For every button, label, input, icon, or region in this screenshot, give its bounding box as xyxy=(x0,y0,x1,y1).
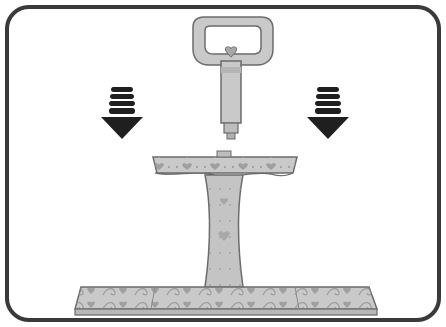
base-tray xyxy=(75,287,377,315)
center-column xyxy=(205,175,243,287)
instruction-panel xyxy=(5,5,441,322)
stem xyxy=(221,61,241,139)
